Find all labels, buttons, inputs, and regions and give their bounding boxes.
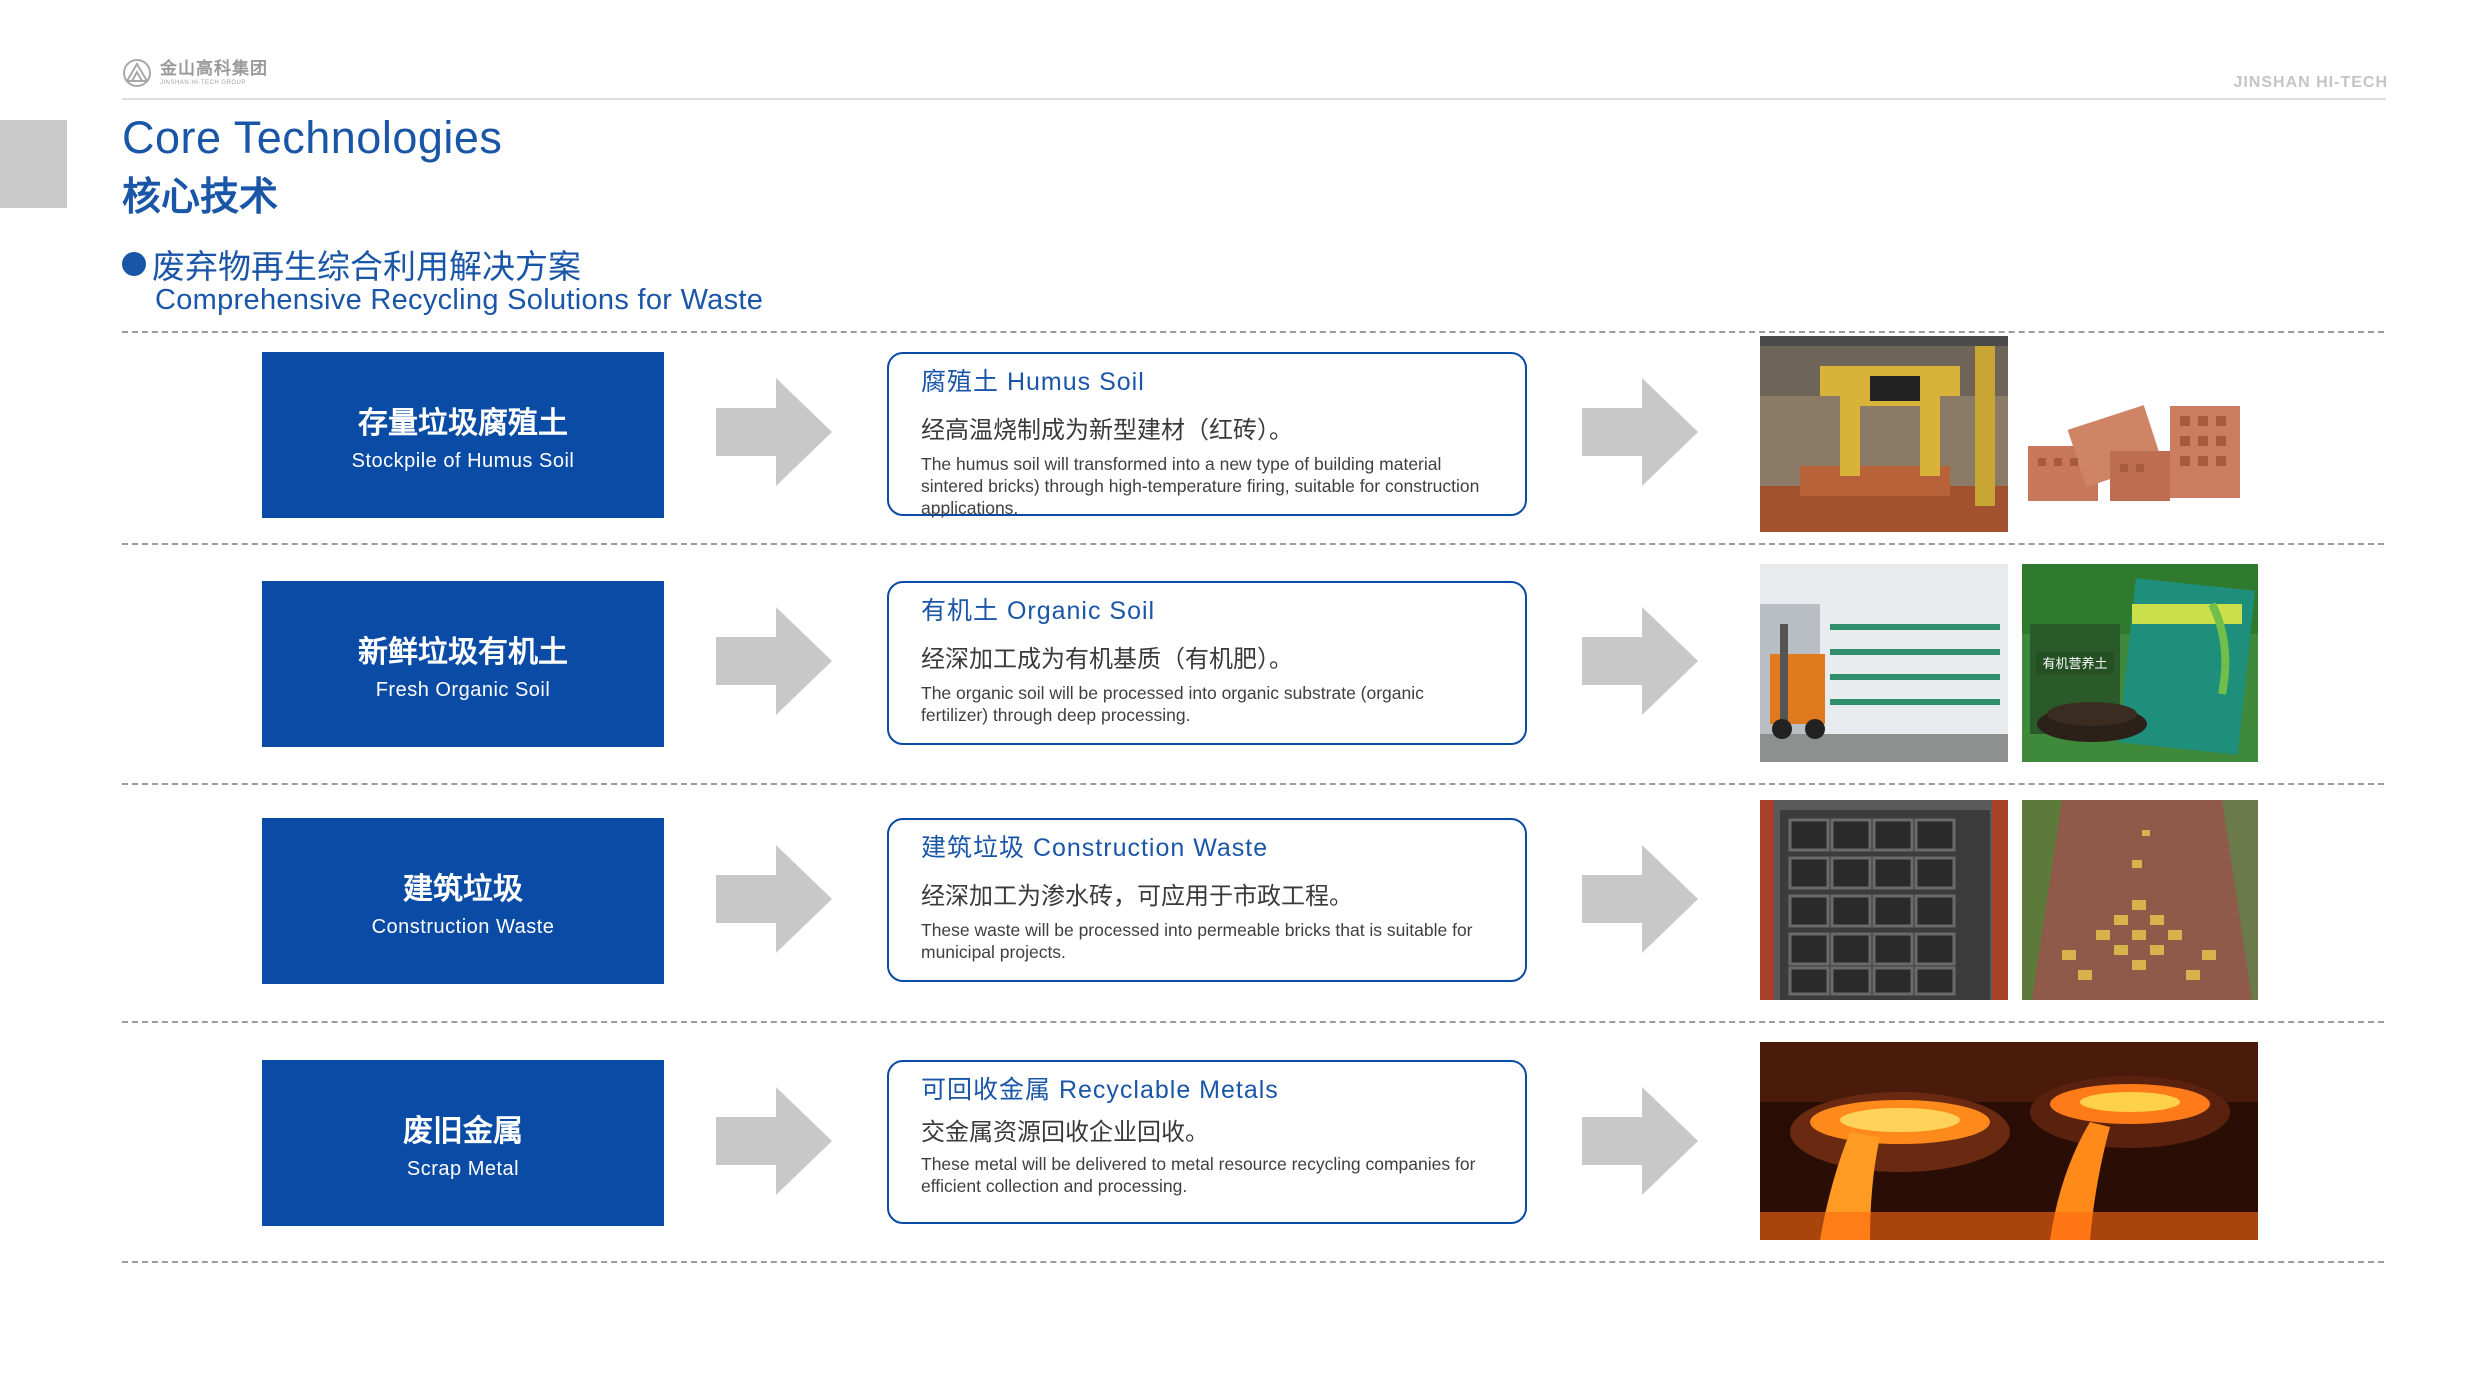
section-heading-cn-text: 废弃物再生综合利用解决方案 (152, 248, 581, 285)
card-desc-en: These waste will be processed into perme… (921, 920, 1473, 962)
source-box-construction: 建筑垃圾 Construction Waste (262, 818, 664, 984)
red-bricks-photo (2020, 376, 2252, 516)
row-divider (122, 1261, 2384, 1263)
row-divider (122, 543, 2384, 545)
card-title: 建筑垃圾 Construction Waste (921, 834, 1269, 862)
card-desc-en: The organic soil will be processed into … (921, 683, 1424, 725)
right-arrow-icon (716, 378, 832, 486)
logo-name-en: JINSHAN HI-TECH GROUP (160, 80, 246, 86)
source-label-en: Fresh Organic Soil (375, 678, 551, 701)
card-desc-cn: 经深加工为渗水砖，可应用于市政工程。 (921, 883, 1353, 910)
right-arrow-icon (716, 1087, 832, 1195)
fertilizer-warehouse-photo (1760, 564, 2008, 762)
header-rule (122, 98, 2386, 100)
right-arrow-icon (1582, 845, 1698, 953)
page-title-cn: 核心技术 (122, 176, 279, 219)
source-label-cn: 废旧金属 (403, 1114, 523, 1148)
bag-label: 有机营养土 (2042, 656, 2107, 672)
row-divider (122, 331, 2384, 333)
card-title: 可回收金属 Recyclable Metals (921, 1076, 1279, 1104)
description-card-construction: 建筑垃圾 Construction Waste 经深加工为渗水砖，可应用于市政工… (887, 818, 1527, 982)
page-title-en: Core Technologies (122, 112, 503, 163)
permeable-brick-molds-photo (1760, 800, 2008, 1000)
description-card-organic: 有机土 Organic Soil 经深加工成为有机基质（有机肥）。 The or… (887, 581, 1527, 745)
card-title: 有机土 Organic Soil (921, 597, 1156, 625)
description-card-metal: 可回收金属 Recyclable Metals 交金属资源回收企业回收。 The… (887, 1060, 1527, 1224)
logo-name-cn: 金山高科集团 (160, 59, 268, 78)
row-divider (122, 1021, 2384, 1023)
source-label-cn: 新鲜垃圾有机土 (358, 635, 568, 669)
side-tab-marker (0, 120, 67, 208)
right-arrow-icon (1582, 1087, 1698, 1195)
source-label-cn: 存量垃圾腐殖土 (358, 406, 568, 440)
card-title: 腐殖土 Humus Soil (921, 368, 1145, 396)
source-box-organic: 新鲜垃圾有机土 Fresh Organic Soil (262, 581, 664, 747)
source-label-en: Scrap Metal (406, 1157, 520, 1180)
row-divider (122, 783, 2384, 785)
right-arrow-icon (716, 607, 832, 715)
right-arrow-icon (1582, 378, 1698, 486)
right-arrow-icon (1582, 607, 1698, 715)
molten-metal-photo (1760, 1042, 2258, 1240)
source-label-cn: 建筑垃圾 (403, 872, 523, 906)
right-arrow-icon (716, 845, 832, 953)
card-desc-cn: 经深加工成为有机基质（有机肥）。 (921, 646, 1293, 673)
source-box-metal: 废旧金属 Scrap Metal (262, 1060, 664, 1226)
company-logo: 金山高科集团 JINSHAN HI-TECH GROUP (122, 58, 268, 88)
source-label-en: Construction Waste (371, 915, 555, 938)
source-label-en: Stockpile of Humus Soil (351, 449, 575, 472)
card-desc-cn: 交金属资源回收企业回收。 (921, 1119, 1209, 1146)
mountain-logo-icon (123, 59, 151, 87)
card-desc-en: These metal will be delivered to metal r… (921, 1154, 1476, 1196)
fertilizer-bag-photo: 有机营养土 (2022, 564, 2258, 762)
section-heading-en: Comprehensive Recycling Solutions for Wa… (155, 284, 764, 316)
bullet-dot-icon (122, 252, 146, 276)
card-desc-cn: 经高温烧制成为新型建材（红砖）。 (921, 417, 1293, 444)
card-desc-en: The humus soil will transformed into a n… (921, 454, 1480, 518)
brick-pavement-photo (2022, 800, 2258, 1000)
brand-name: JINSHAN HI-TECH (2233, 74, 2388, 91)
description-card-humus: 腐殖土 Humus Soil 经高温烧制成为新型建材（红砖）。 The humu… (887, 352, 1527, 518)
source-box-humus: 存量垃圾腐殖土 Stockpile of Humus Soil (262, 352, 664, 518)
robotic-kiln-photo (1760, 336, 2008, 532)
section-heading-cn: 废弃物再生综合利用解决方案 (122, 240, 581, 288)
